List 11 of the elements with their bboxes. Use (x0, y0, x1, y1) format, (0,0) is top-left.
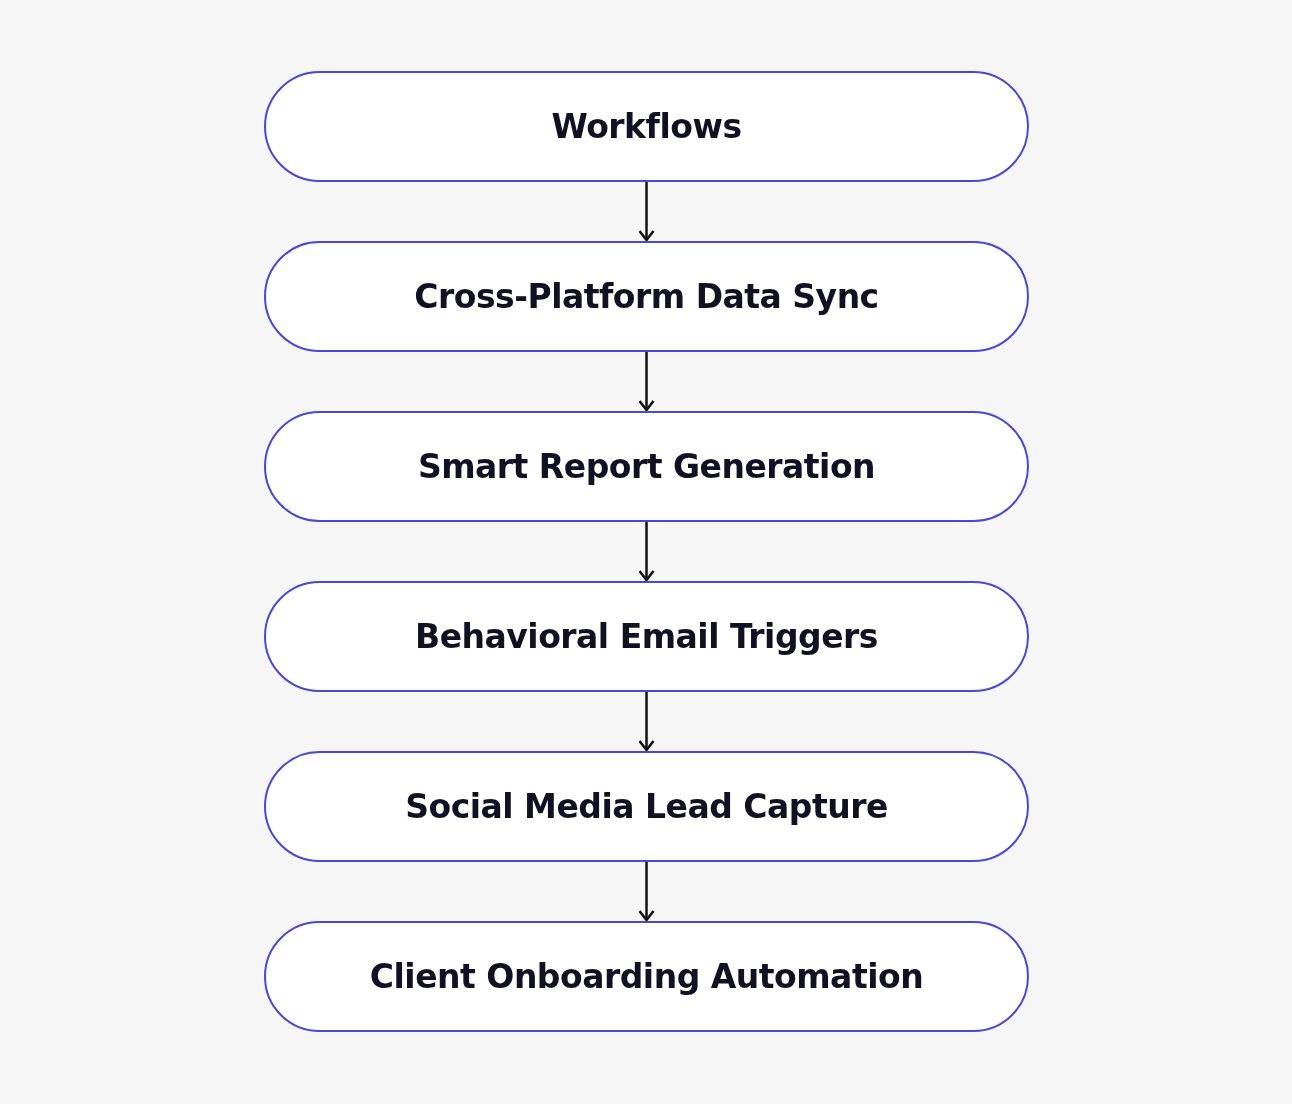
arrow (638, 862, 655, 922)
step-label: Social Media Lead Capture (405, 787, 888, 826)
arrow (638, 352, 655, 412)
step-label: Smart Report Generation (417, 447, 876, 486)
arrow (638, 522, 655, 582)
step-label: Behavioral Email Triggers (415, 617, 878, 656)
step-label: Cross-Platform Data Sync (414, 277, 879, 316)
step-label: Workflows (551, 107, 742, 146)
step-label: Client Onboarding Automation (369, 957, 924, 996)
arrow (638, 692, 655, 752)
arrow (638, 182, 655, 242)
